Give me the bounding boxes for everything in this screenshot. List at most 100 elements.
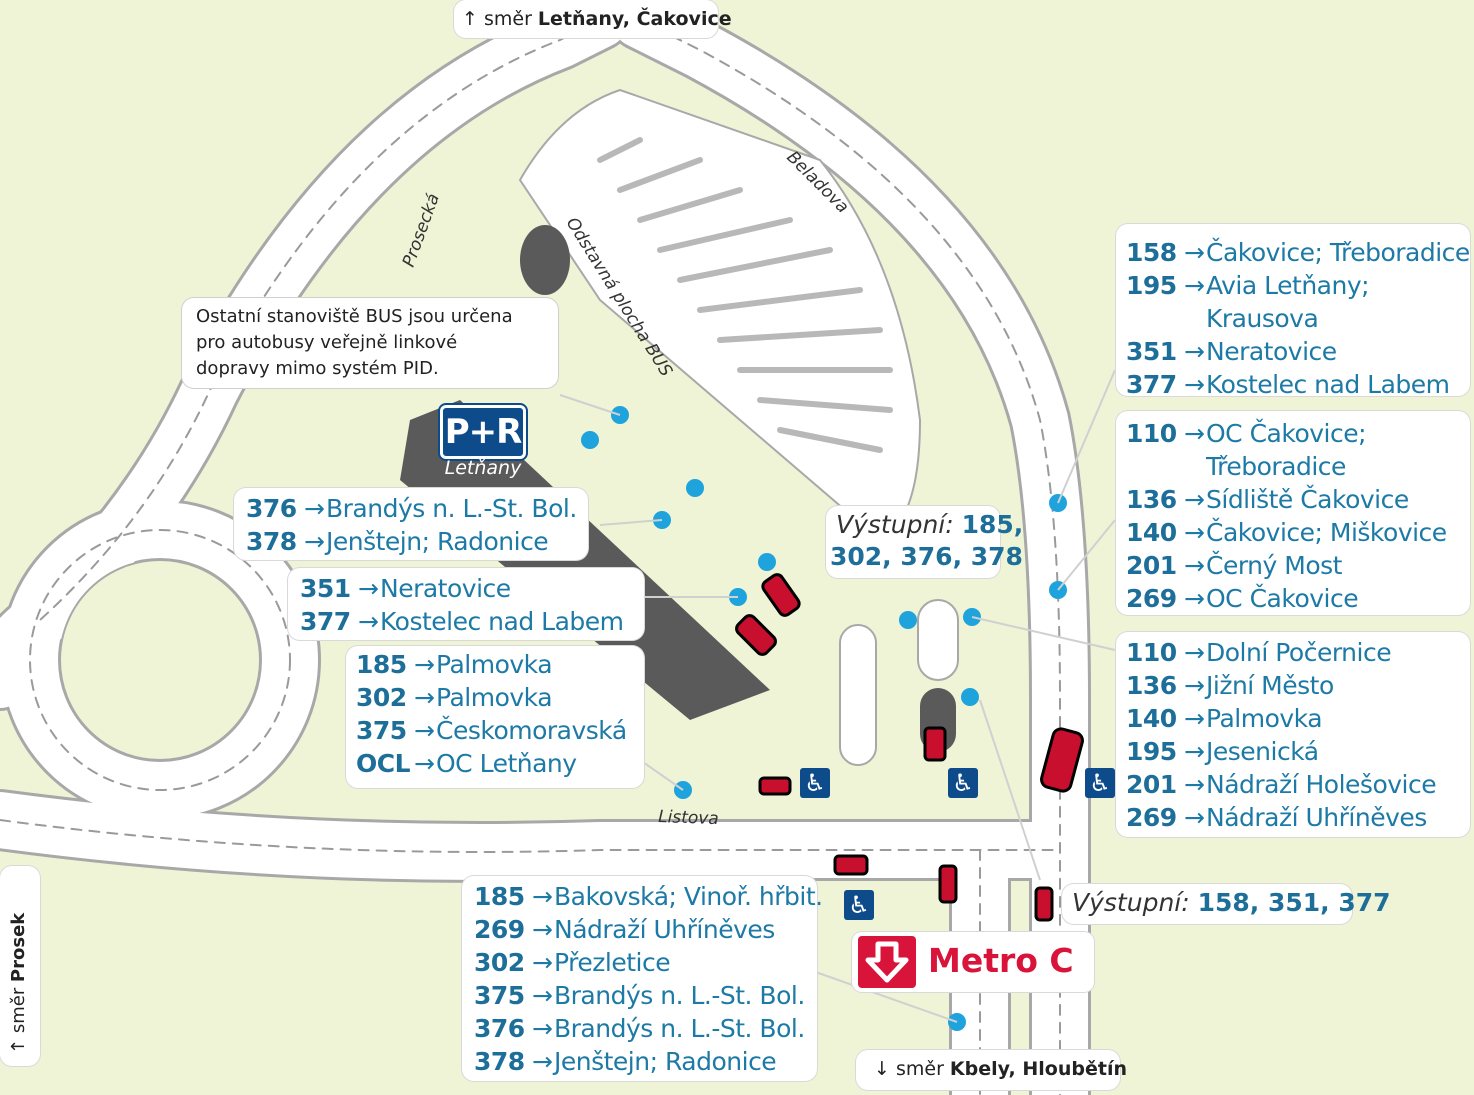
arrow-right-icon: →: [414, 749, 435, 778]
note-line: Ostatní stanoviště BUS jsou určena: [196, 306, 513, 327]
route-number: 375: [474, 981, 525, 1010]
metro-icon: [858, 936, 916, 988]
route-number: 378: [246, 527, 297, 556]
route-row: 136→Sídliště Čakovice: [1126, 483, 1470, 516]
stop-routes-south: 185→Bakovská; Vinoř. hřbit.269→Nádraží U…: [462, 876, 823, 1081]
route-number: 269: [474, 915, 525, 944]
route-row: 136→Jižní Město: [1126, 669, 1470, 702]
route-number: 302: [474, 948, 525, 977]
street-listova: Listova: [658, 807, 719, 829]
route-row: 378→Jenštejn; Radonice: [474, 1045, 817, 1078]
wheelchair-icon: ♿: [1085, 768, 1115, 798]
arrow-right-icon: →: [1184, 271, 1205, 300]
route-destination: Bakovská; Vinoř. hřbit.: [554, 882, 823, 911]
route-number: 185: [356, 650, 407, 679]
route-number: 158: [1126, 238, 1177, 267]
route-number: 351: [300, 574, 351, 603]
route-destination: Nádraží Uhříněves: [554, 915, 775, 944]
note-line: pro autobusy veřejně linkové: [196, 332, 458, 353]
arrow-right-icon: →: [414, 716, 435, 745]
route-number: 378: [474, 1047, 525, 1076]
route-destination: OC Letňany: [436, 749, 577, 778]
route-number: 377: [300, 607, 351, 636]
metro-sign: Metro C: [852, 932, 1094, 992]
route-destination: Čakovice; Třeboradice: [1206, 238, 1470, 267]
route-row: 269→OC Čakovice: [1126, 582, 1470, 615]
exit-label: Výstupní:: [1072, 888, 1190, 917]
route-number: 375: [356, 716, 407, 745]
route-row: OCL→OC Letňany: [356, 747, 644, 780]
exit-routes: 158, 351, 377: [1197, 888, 1391, 917]
route-row: 110→OC Čakovice;: [1126, 417, 1470, 450]
direction-west-name: Prosek: [8, 912, 29, 983]
route-number: 110: [1126, 638, 1177, 667]
route-destination: Brandýs n. L.-St. Bol.: [554, 981, 805, 1010]
direction-west: ↑ směr Prosek: [0, 866, 40, 1066]
exit-routes: 302, 376, 378: [830, 542, 1023, 571]
route-number: 201: [1126, 770, 1177, 799]
direction-north-prefix: směr: [483, 8, 538, 30]
arrow-right-icon: →: [358, 574, 379, 603]
arrow-right-icon: →: [1184, 238, 1205, 267]
info-note: Ostatní stanoviště BUS jsou určena pro a…: [182, 298, 558, 388]
route-row: 140→Palmovka: [1126, 702, 1470, 735]
direction-west-prefix: směr: [8, 982, 29, 1034]
arrow-right-icon: →: [1184, 770, 1205, 799]
arrow-right-icon: →: [304, 527, 325, 556]
exit-stop-middle: Výstupní: 185, 302, 376, 378: [826, 506, 1023, 578]
arrow-down-icon: ↓: [874, 1058, 890, 1080]
arrow-right-icon: →: [1184, 485, 1205, 514]
route-row: 140→Čakovice; Miškovice: [1126, 516, 1470, 549]
arrow-right-icon: →: [1184, 638, 1205, 667]
route-row: 110→Dolní Počernice: [1126, 636, 1470, 669]
route-destination: Kostelec nad Labem: [1206, 370, 1450, 399]
arrow-right-icon: →: [1184, 518, 1205, 547]
route-row: 376→Brandýs n. L.-St. Bol.: [246, 492, 588, 525]
arrow-right-icon: →: [1184, 370, 1205, 399]
route-number: 376: [474, 1014, 525, 1043]
arrow-right-icon: →: [1184, 671, 1205, 700]
route-destination: Jenštejn; Radonice: [326, 527, 549, 556]
route-number: 195: [1126, 737, 1177, 766]
route-destination: Třeboradice: [1206, 452, 1346, 481]
arrow-right-icon: →: [1184, 551, 1205, 580]
route-number: 185: [474, 882, 525, 911]
route-destination: Avia Letňany;: [1206, 271, 1370, 300]
route-row: 201→Černý Most: [1126, 549, 1470, 582]
park-and-ride-logo-text: P+R: [444, 412, 523, 452]
arrow-right-icon: →: [532, 882, 553, 911]
arrow-right-icon: →: [532, 981, 553, 1010]
route-destination: Jižní Město: [1206, 671, 1334, 700]
exit-stop-east: Výstupní: 158, 351, 377: [1062, 884, 1391, 924]
route-number: 136: [1126, 671, 1177, 700]
direction-north: ↑ směr Letňany, Čakovice: [454, 0, 732, 38]
route-number: 302: [356, 683, 407, 712]
route-row: 351→Neratovice: [300, 572, 644, 605]
route-destination: Černý Most: [1206, 551, 1342, 580]
arrow-right-icon: →: [414, 683, 435, 712]
arrow-up-icon: ↑: [8, 1038, 29, 1054]
route-destination: OC Čakovice: [1206, 584, 1359, 613]
route-destination: Jesenická: [1206, 737, 1319, 766]
route-row: 201→Nádraží Holešovice: [1126, 768, 1470, 801]
route-destination: Krausova: [1206, 304, 1319, 333]
route-number: 351: [1126, 337, 1177, 366]
park-and-ride-logo: P+R: [440, 405, 526, 459]
arrow-right-icon: →: [532, 1014, 553, 1043]
route-number: 110: [1126, 419, 1177, 448]
arrow-right-icon: →: [304, 494, 325, 523]
arrow-right-icon: →: [1184, 704, 1205, 733]
route-row: 376→Brandýs n. L.-St. Bol.: [474, 1012, 817, 1045]
route-destination: OC Čakovice;: [1206, 419, 1367, 448]
wheelchair-icon: ♿: [948, 768, 978, 798]
route-row: Třeboradice: [1126, 450, 1470, 483]
route-row: 185→Palmovka: [356, 648, 644, 681]
route-row: 375→Českomoravská: [356, 714, 644, 747]
route-destination: Dolní Počernice: [1206, 638, 1392, 667]
arrow-right-icon: →: [1184, 737, 1205, 766]
route-row: 378→Jenštejn; Radonice: [246, 525, 588, 558]
arrow-right-icon: →: [532, 1047, 553, 1076]
